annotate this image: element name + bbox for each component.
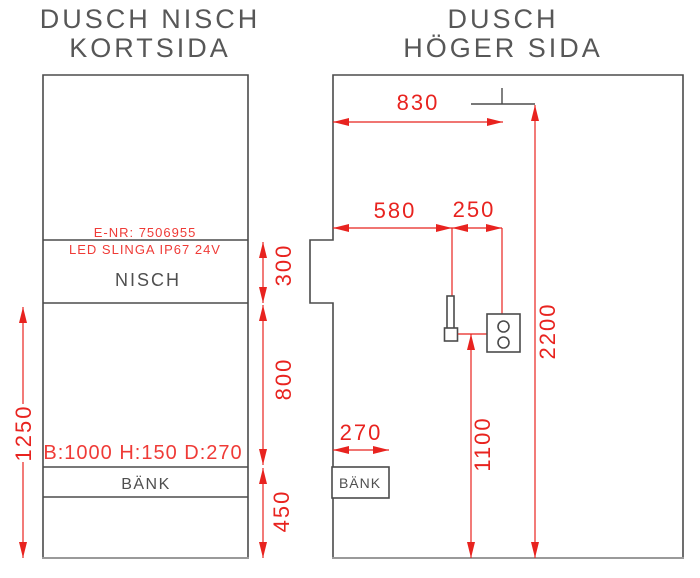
dim-mixer-offset-label: 250 [453,197,496,222]
led-strip-label: LED SLINGA IP67 24V [69,242,221,257]
dim-arrow-left-icon [452,224,468,232]
bench-outline [331,466,390,499]
dim-total-left: 1250 [11,307,36,558]
handle-base-icon [443,327,459,342]
right-drawing: DUSCH HÖGER SIDA 830 580 2 [309,4,684,559]
dim-arrow-up-icon [259,242,267,258]
bench-box: BÄNK [331,466,390,499]
dim-bench-depth: 270 [333,420,389,454]
right-bank-label: BÄNK [339,475,381,491]
dim-niche-height-label: 300 [271,244,296,287]
dim-arrow-up-icon [531,105,539,121]
dim-arrow-down-icon [259,542,267,558]
dim-bench-to-floor-label: 450 [269,490,294,533]
mixer-knob-bottom-icon [497,336,510,349]
dim-shower-head-offset: 830 [333,90,503,126]
left-outline [42,74,249,558]
dim-handle-offset: 580 [333,198,452,232]
dim-mixer-height: 1100 [467,334,495,558]
dim-niche-to-bench: 800 [259,305,296,465]
dim-arrow-up-icon [19,307,27,323]
dim-niche-height: 300 [259,242,296,303]
dim-arrow-right-icon [373,446,389,454]
dim-bench-to-floor: 450 [259,468,294,558]
dim-arrow-right-icon [436,224,452,232]
right-title-line1: DUSCH [447,4,558,34]
dim-shower-head-height: 2200 [531,105,560,558]
nisch-label: NISCH [115,270,181,290]
right-outline [309,74,684,558]
dim-arrow-left-icon [333,118,349,126]
dim-arrow-down-icon [467,542,475,558]
dim-arrow-down-icon [259,287,267,303]
left-title-line1: DUSCH NISCH [40,4,261,34]
e-nr-label: E-NR: 7506955 [94,225,197,240]
dim-arrow-down-icon [259,449,267,465]
mixer-knob-top-icon [497,320,510,333]
dim-mixer-height-label: 1100 [470,416,495,471]
right-title-line2: HÖGER SIDA [403,33,603,63]
dim-arrow-up-icon [259,305,267,321]
shower-arm-icon [471,88,535,105]
left-drawing: DUSCH NISCH KORTSIDA E-NR: 7506955 LED S… [11,4,296,559]
left-bank-label: BÄNK [121,475,171,493]
dim-shower-head-height-label: 2200 [535,303,560,360]
dim-arrow-left-icon [333,446,349,454]
dim-bench-depth-label: 270 [340,420,383,445]
dim-arrow-left-icon [333,224,349,232]
dim-arrow-right-icon [487,118,503,126]
handle-bar-icon [446,295,455,332]
dim-arrow-up-icon [467,334,475,350]
dim-arrow-right-icon [486,224,502,232]
dim-arrow-down-icon [19,542,27,558]
bench-spec-label: B:1000 H:150 D:270 [43,442,242,464]
dim-shower-head-offset-label: 830 [397,90,440,115]
dim-arrow-up-icon [259,468,267,484]
dim-total-left-label: 1250 [11,405,36,462]
dim-mixer-offset: 250 [451,197,503,314]
shower-fixture [443,295,521,353]
dim-niche-to-bench-label: 800 [271,358,296,401]
dim-handle-offset-label: 580 [374,198,417,223]
left-title-line2: KORTSIDA [69,33,231,63]
dim-arrow-down-icon [531,542,539,558]
